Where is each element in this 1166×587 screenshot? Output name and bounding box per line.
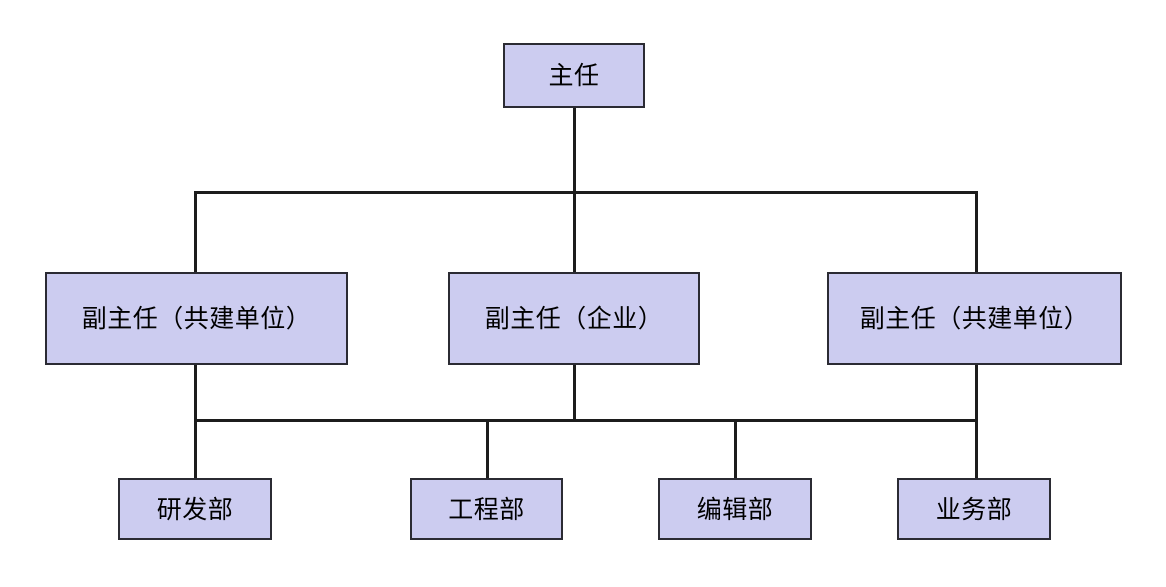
connector-stem-deputy-joint-right <box>975 365 978 479</box>
connector-stem-deputy-joint-left <box>194 365 197 479</box>
node-rd-dept[interactable]: 研发部 <box>118 478 272 540</box>
node-business-dept-label: 业务部 <box>935 494 1013 524</box>
node-deputy-enterprise-label: 副主任（企业） <box>484 304 664 333</box>
connector-drop-engineering-dept <box>486 419 489 479</box>
connector-level2-bus <box>194 419 978 422</box>
connector-stem-deputy-enterprise <box>573 365 576 421</box>
node-editorial-dept-label: 编辑部 <box>696 494 774 524</box>
connector-drop-deputy-joint-left <box>194 191 197 274</box>
node-engineering-dept[interactable]: 工程部 <box>410 478 563 540</box>
connector-level1-bus <box>194 191 978 194</box>
node-deputy-enterprise[interactable]: 副主任（企业） <box>448 272 700 365</box>
node-director-label: 主任 <box>548 61 600 90</box>
connector-drop-deputy-joint-right <box>975 191 978 274</box>
node-business-dept[interactable]: 业务部 <box>897 478 1051 540</box>
node-deputy-joint-right[interactable]: 副主任（共建单位） <box>827 272 1122 365</box>
node-deputy-joint-right-label: 副主任（共建单位） <box>859 304 1090 333</box>
connector-drop-editorial-dept <box>734 419 737 479</box>
node-deputy-joint-left[interactable]: 副主任（共建单位） <box>45 272 348 365</box>
node-deputy-joint-left-label: 副主任（共建单位） <box>81 304 312 333</box>
node-editorial-dept[interactable]: 编辑部 <box>658 478 812 540</box>
node-rd-dept-label: 研发部 <box>156 494 234 524</box>
node-engineering-dept-label: 工程部 <box>448 494 525 524</box>
node-director[interactable]: 主任 <box>503 43 645 108</box>
